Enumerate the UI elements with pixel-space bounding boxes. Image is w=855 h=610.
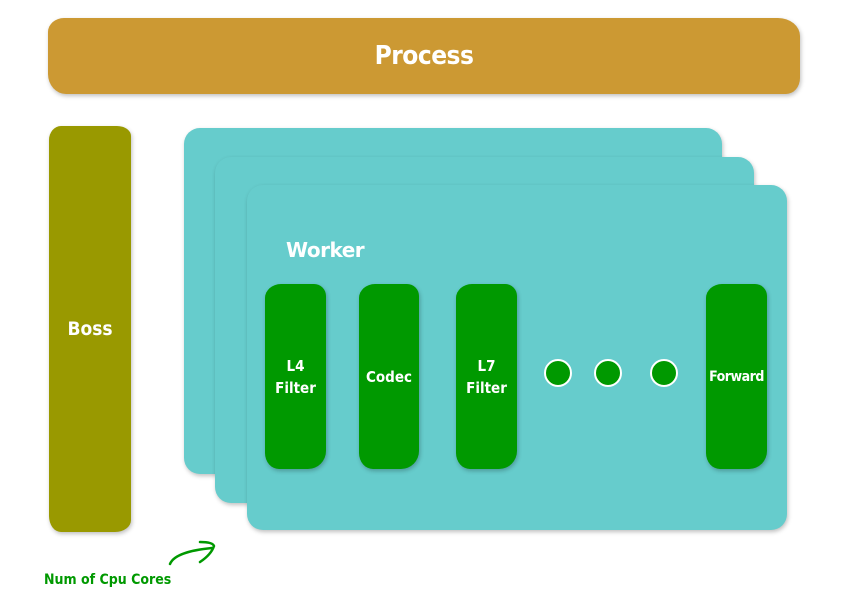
arrow-stroke: [168, 546, 214, 566]
arrow-head: [198, 540, 216, 564]
ellipsis-dot: [594, 359, 622, 387]
curved-arrow-icon: [168, 540, 216, 566]
l4-filter-module: L4 Filter: [265, 284, 326, 469]
codec-module: Codec: [359, 284, 419, 469]
process-label: Process: [374, 41, 474, 71]
process-block: Process: [48, 18, 800, 94]
ellipsis-dot: [544, 359, 572, 387]
module-label: Forward: [709, 368, 764, 385]
num-cpu-cores-annotation: Num of Cpu Cores: [44, 572, 172, 588]
module-label: L7 Filter: [466, 356, 507, 397]
module-label: L4 Filter: [275, 356, 316, 397]
module-label: Codec: [366, 367, 412, 386]
boss-label: Boss: [67, 318, 113, 340]
forward-module: Forward: [706, 284, 767, 469]
l7-filter-module: L7 Filter: [456, 284, 517, 469]
worker-card-front: [247, 185, 787, 530]
ellipsis-dot: [650, 359, 678, 387]
boss-block: Boss: [49, 126, 131, 532]
worker-title: Worker: [286, 238, 365, 262]
